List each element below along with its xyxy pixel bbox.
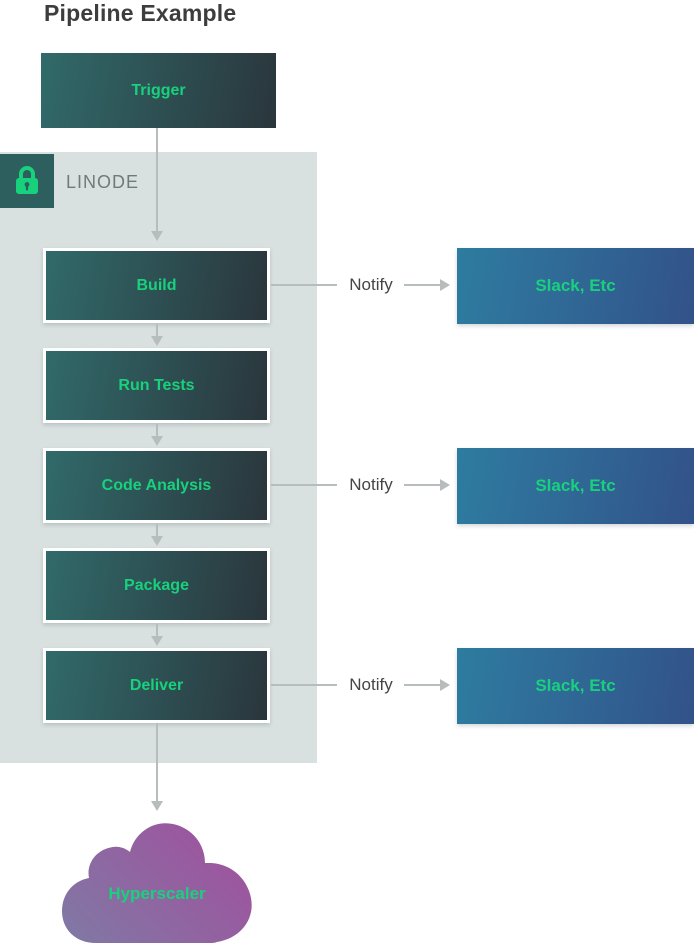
arrow-trigger-to-build xyxy=(156,128,158,231)
arrowhead-package-to-deliver xyxy=(151,636,163,646)
node-trigger-label: Trigger xyxy=(131,81,186,99)
notify-arrowhead-build xyxy=(440,279,450,291)
node-run-tests-label: Run Tests xyxy=(118,376,195,394)
node-slack-build: Slack, Etc xyxy=(457,248,694,324)
cloud-icon xyxy=(62,823,252,943)
arrowhead-run-tests-to-code-analysis xyxy=(151,436,163,446)
node-code-analysis: Code Analysis xyxy=(43,448,270,523)
arrowhead-build-to-run-tests xyxy=(151,336,163,346)
notify-line-code-analysis xyxy=(271,484,337,486)
notify-arrow-code-analysis xyxy=(404,484,440,486)
arrowhead-code-analysis-to-package xyxy=(151,536,163,546)
node-code-analysis-label: Code Analysis xyxy=(101,476,212,494)
arrow-deliver-to-cloud xyxy=(156,723,158,801)
node-build: Build xyxy=(43,248,270,323)
arrowhead-trigger-to-build xyxy=(151,231,163,241)
node-package-label: Package xyxy=(124,576,189,594)
arrow-package-to-deliver xyxy=(156,624,158,637)
lock-icon xyxy=(12,165,42,197)
node-run-tests: Run Tests xyxy=(43,348,270,423)
cloud-label: Hyperscaler xyxy=(108,884,206,903)
notify-label-deliver: Notify xyxy=(349,675,393,694)
node-build-label: Build xyxy=(136,276,177,294)
arrow-code-analysis-to-package xyxy=(156,524,158,537)
arrow-build-to-run-tests xyxy=(156,324,158,337)
node-slack-deliver-label: Slack, Etc xyxy=(535,676,616,695)
notify-arrowhead-deliver xyxy=(440,679,450,691)
node-package: Package xyxy=(43,548,270,623)
node-trigger: Trigger xyxy=(41,53,276,128)
notify-label-build: Notify xyxy=(349,275,393,294)
node-deliver: Deliver xyxy=(43,648,270,723)
node-slack-deliver: Slack, Etc xyxy=(457,648,694,724)
node-deliver-label: Deliver xyxy=(129,676,184,694)
node-slack-build-label: Slack, Etc xyxy=(535,276,616,295)
arrowhead-deliver-to-cloud xyxy=(151,801,163,811)
lock-badge xyxy=(0,154,54,208)
zone-label: LINODE xyxy=(66,172,140,192)
cloud-shape xyxy=(58,816,256,944)
notify-arrow-deliver xyxy=(404,684,440,686)
arrow-run-tests-to-code-analysis xyxy=(156,424,158,437)
notify-line-deliver xyxy=(271,684,337,686)
notify-arrow-build xyxy=(404,284,440,286)
page-title: Pipeline Example xyxy=(44,0,237,26)
node-slack-code-analysis-label: Slack, Etc xyxy=(535,476,616,495)
notify-arrowhead-code-analysis xyxy=(440,479,450,491)
node-slack-code-analysis: Slack, Etc xyxy=(457,448,694,524)
notify-label-code-analysis: Notify xyxy=(349,475,393,494)
notify-line-build xyxy=(271,284,337,286)
